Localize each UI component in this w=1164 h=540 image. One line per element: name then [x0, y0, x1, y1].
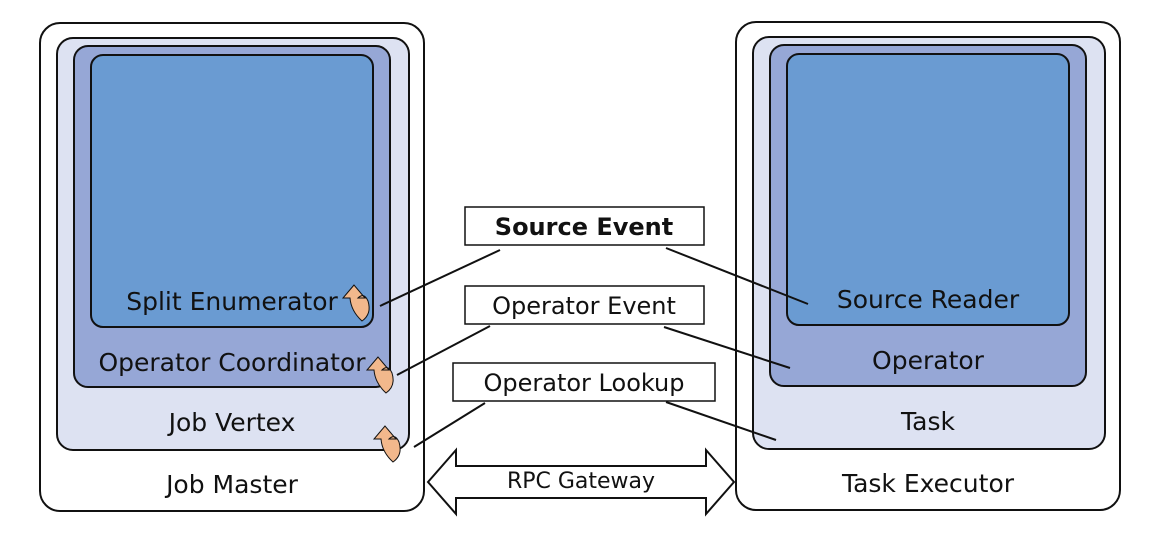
operator-event-line-left: [396, 325, 491, 376]
operator-coordinator-label: Operator Coordinator: [98, 348, 366, 377]
task-label: Task: [900, 407, 955, 436]
operator-event-label: Operator Event: [492, 292, 676, 320]
source-event-line-left: [379, 249, 501, 307]
job-vertex-label: Job Vertex: [167, 408, 296, 437]
double-arrow-icon: [426, 447, 736, 517]
task-executor-label: Task Executor: [841, 469, 1015, 498]
source-reader-label: Source Reader: [837, 285, 1020, 314]
connector-lines: [379, 247, 809, 448]
source-event-box: Source Event: [464, 206, 705, 246]
operator-lookup-label: Operator Lookup: [484, 369, 685, 397]
operator-lookup-box: Operator Lookup: [452, 362, 716, 402]
source-event-line-right: [665, 247, 809, 305]
operator-label: Operator: [872, 346, 985, 375]
split-enumerator-label: Split Enumerator: [126, 287, 338, 316]
source-event-label: Source Event: [495, 213, 673, 241]
operator-lookup-line-left: [413, 402, 486, 448]
operator-event-box: Operator Event: [464, 285, 705, 325]
rpc-gateway-arrow: RPC Gateway: [426, 447, 736, 517]
rpc-gateway-label: RPC Gateway: [507, 469, 655, 494]
operator-event-line-right: [663, 326, 791, 369]
split-enumerator-box: Split Enumerator: [90, 54, 374, 328]
job-master-label: Job Master: [164, 470, 299, 499]
operator-lookup-line-right: [665, 401, 777, 441]
source-reader-box: Source Reader: [786, 53, 1070, 326]
